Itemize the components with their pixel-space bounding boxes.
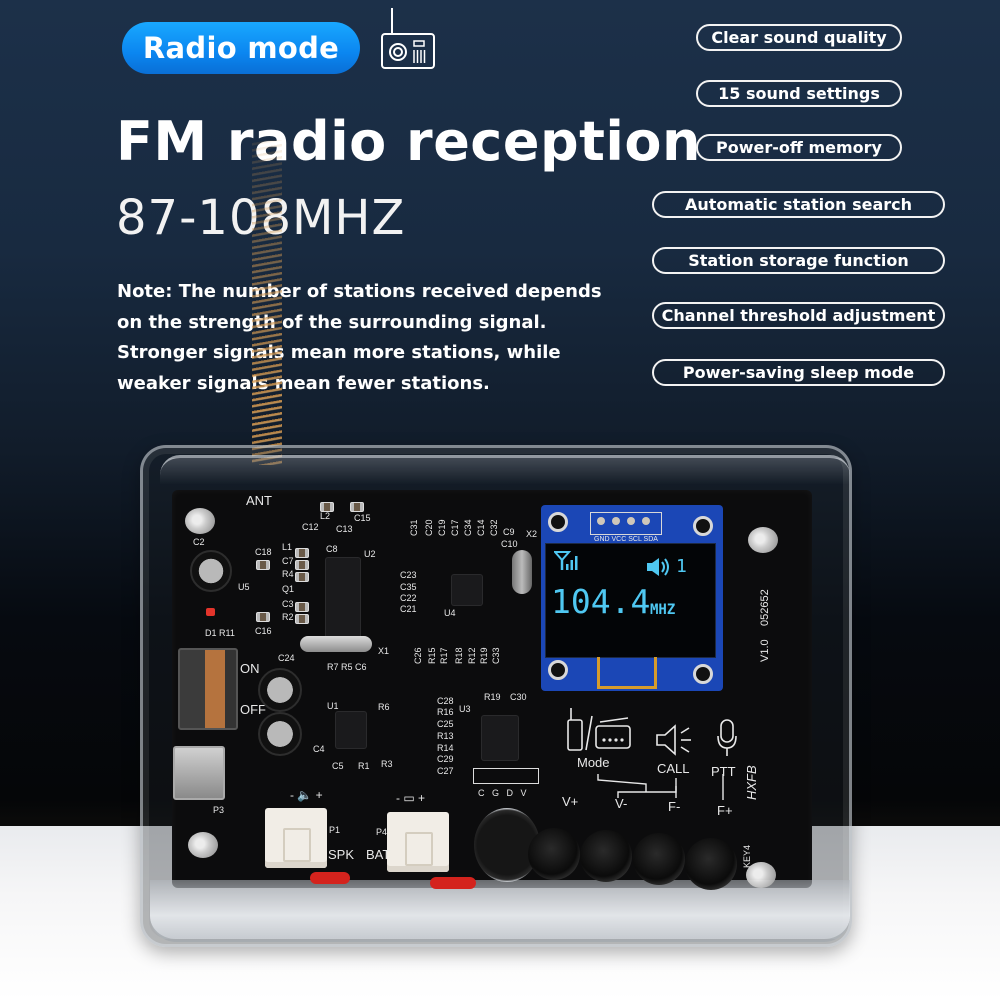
button-volume-down[interactable] <box>580 830 632 882</box>
oled-flex-cable <box>597 657 657 689</box>
frequency-unit: MHZ <box>650 602 676 618</box>
note-line: Stronger signals mean more stations, whi… <box>117 342 561 363</box>
note-text: Note: The number of stations received de… <box>117 277 602 399</box>
standoff <box>188 832 218 858</box>
standoff <box>748 527 778 553</box>
smd-component <box>295 572 309 582</box>
headline: FM radio reception <box>116 110 701 173</box>
antenna-label: ANT <box>246 493 272 508</box>
power-switch[interactable] <box>178 648 238 730</box>
button-label-vplus: V+ <box>562 794 579 809</box>
feature-pill-sound-settings: 15 sound settings <box>696 80 902 107</box>
battery-connector[interactable] <box>387 812 449 872</box>
smd-component <box>295 614 309 624</box>
call-speaker-icon <box>656 724 691 756</box>
feature-pill-auto-search: Automatic station search <box>652 191 945 218</box>
battery-polarity-icon: - ▭ + <box>396 791 426 805</box>
ptt-microphone-icon <box>717 719 737 756</box>
note-line: Note: The number of stations received de… <box>117 281 602 302</box>
smd-component <box>256 612 270 622</box>
smd-component <box>320 502 334 512</box>
case-lid <box>160 455 850 485</box>
speaker-connector[interactable] <box>265 808 327 868</box>
feature-pill-sleep-mode: Power-saving sleep mode <box>652 359 945 386</box>
signal-strength-icon <box>554 551 578 570</box>
standoff <box>185 508 215 534</box>
feature-label: Clear sound quality <box>711 28 887 47</box>
mode-label: Mode <box>577 755 610 770</box>
button-label-fplus: F+ <box>717 803 733 818</box>
oled-pin-header <box>590 512 662 535</box>
walkie-radio-icon <box>567 708 631 751</box>
oled-screen <box>545 543 716 658</box>
spring-antenna <box>252 140 282 465</box>
button-label-fminus: F- <box>668 799 681 814</box>
programming-header <box>473 768 539 784</box>
usb-port[interactable] <box>173 746 225 800</box>
note-line: on the strength of the surrounding signa… <box>117 311 547 333</box>
mount-hole <box>548 512 568 532</box>
radio-mode-label: Radio mode <box>142 31 340 65</box>
programming-header-label: C G D V <box>478 788 527 798</box>
button-mapping-lines <box>597 774 724 800</box>
oled-pin-labels: GND VCC SCL SDA <box>594 536 658 543</box>
mount-hole <box>693 664 713 684</box>
ic-u4 <box>452 575 482 605</box>
smd-component <box>295 560 309 570</box>
feature-label: Power-off memory <box>716 138 882 157</box>
battery-port-label: P4 <box>376 827 388 837</box>
battery-label: BAT <box>366 847 391 862</box>
version-label: V1.0 <box>759 639 771 662</box>
brand-mark: HXFB <box>744 765 759 800</box>
button-frequency-down[interactable] <box>633 833 685 885</box>
battery-wire <box>430 877 476 889</box>
feature-pill-station-storage: Station storage function <box>652 247 945 274</box>
button-volume-up[interactable] <box>528 828 580 880</box>
case-base <box>150 880 850 942</box>
ic-u2 <box>326 558 360 640</box>
feature-label: Power-saving sleep mode <box>682 363 915 382</box>
radio-mode-badge: Radio mode <box>122 22 360 74</box>
power-off-label: OFF <box>240 702 266 717</box>
key-label: KEY4 <box>742 844 752 868</box>
speaker-port-label: P1 <box>329 825 341 835</box>
smd-component <box>295 602 309 612</box>
usb-label: P3 <box>213 805 225 815</box>
power-on-label: ON <box>240 661 260 676</box>
mount-hole <box>693 516 713 536</box>
speaker-polarity-icon: - 🔈 + <box>290 788 323 802</box>
feature-label: 15 sound settings <box>718 84 880 103</box>
smd-component <box>350 502 364 512</box>
note-line: weaker signals mean fewer stations. <box>117 372 490 394</box>
frequency-display: 104.4 <box>551 582 651 621</box>
speaker-wire <box>310 872 350 884</box>
crystal-x2 <box>512 550 532 594</box>
call-label: CALL <box>657 761 690 776</box>
button-label-vminus: V- <box>615 796 628 811</box>
feature-label: Channel threshold adjustment <box>661 306 936 325</box>
led-indicator <box>206 608 215 616</box>
standoff <box>746 862 776 888</box>
smd-component <box>295 548 309 558</box>
mount-hole <box>548 660 568 680</box>
board-id-label: 052652 <box>759 589 771 626</box>
button-frequency-up[interactable] <box>685 838 737 890</box>
smd-component <box>256 560 270 570</box>
feature-pill-clear-sound: Clear sound quality <box>696 24 902 51</box>
ic-u3 <box>482 716 518 760</box>
feature-pill-threshold: Channel threshold adjustment <box>652 302 945 329</box>
crystal-x1 <box>300 636 372 652</box>
speaker-label: SPK <box>328 847 355 862</box>
feature-pill-power-off-memory: Power-off memory <box>696 134 902 161</box>
radio-icon <box>381 8 435 69</box>
feature-label: Station storage function <box>688 251 909 270</box>
volume-level: 1 <box>676 556 687 577</box>
speaker-icon <box>647 558 669 576</box>
ic-u1 <box>336 712 366 748</box>
electrolytic-capacitor <box>190 550 232 592</box>
capacitor-c1 <box>258 712 302 756</box>
capacitor-c24 <box>258 668 302 712</box>
ptt-label: PTT <box>711 764 736 779</box>
feature-label: Automatic station search <box>684 195 913 214</box>
